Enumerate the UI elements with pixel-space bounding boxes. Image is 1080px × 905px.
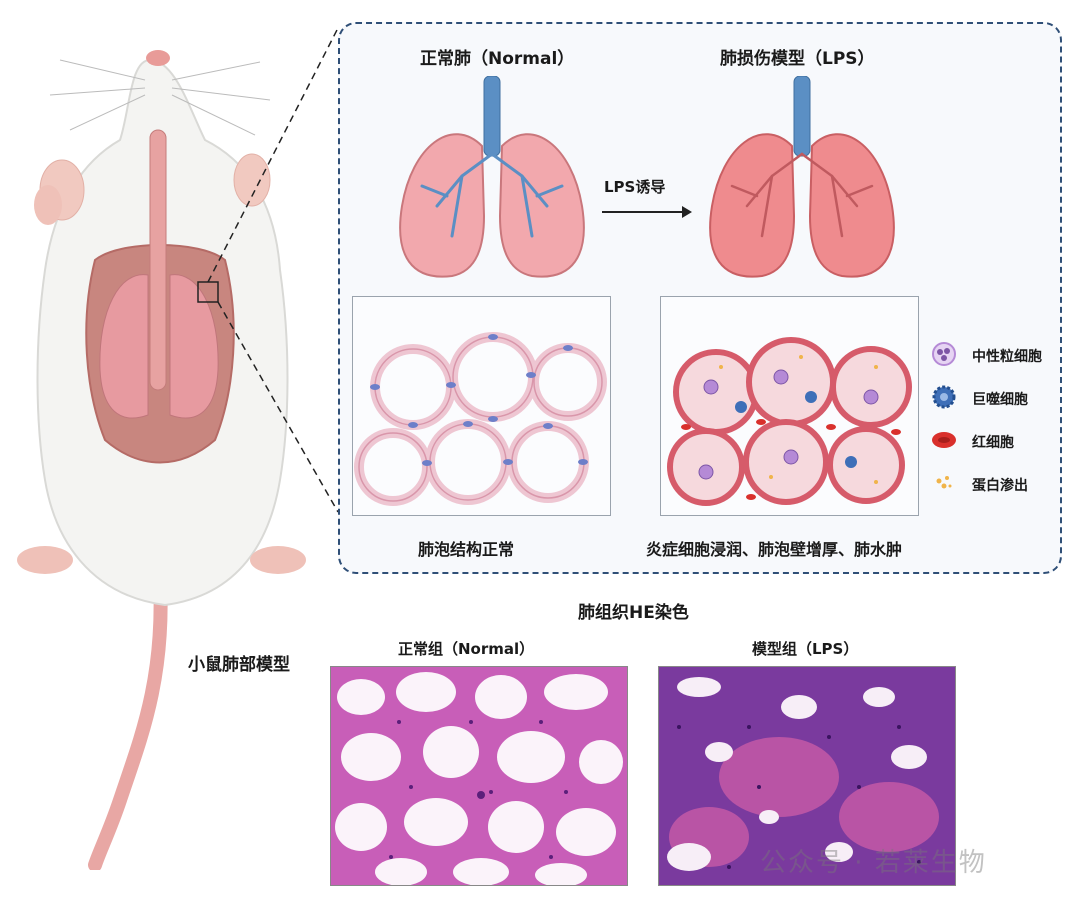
induction-arrow-icon: [602, 206, 692, 218]
he-normal-micrograph: [330, 666, 628, 886]
mouse-illustration: [17, 50, 306, 870]
he-lps-label: 模型组（LPS）: [752, 640, 859, 658]
protein-exudate-icon: [936, 476, 952, 489]
lps-lung-illustration: [709, 76, 895, 278]
mouse-paw-hind-left: [17, 546, 73, 574]
normal-lung-illustration: [399, 76, 585, 278]
normal-alveoli-illustration: [352, 296, 611, 516]
normal-caption: 肺泡结构正常: [418, 540, 515, 559]
arrow-label: LPS诱导: [604, 178, 666, 196]
legend-protein-exudate-label: 蛋白渗出: [972, 478, 1028, 494]
mouse-whiskers: [49, 59, 271, 136]
mouse-tail: [88, 573, 168, 870]
he-normal-label: 正常组（Normal）: [398, 640, 535, 658]
macrophage-icon: [932, 385, 956, 409]
lps-caption: 炎症细胞浸润、肺泡壁增厚、肺水肿: [646, 540, 903, 559]
legend-macrophage-label: 巨噬细胞: [972, 392, 1028, 408]
lps-alveoli-illustration: [660, 296, 919, 516]
legend-neutrophil-label: 中性粒细胞: [972, 349, 1042, 365]
mouse-label: 小鼠肺部模型: [188, 655, 290, 675]
mouse-lung-left: [99, 274, 149, 419]
normal-lung-title: 正常肺（Normal）: [420, 49, 575, 69]
watermark: 公众号 · 若莱生物: [760, 848, 987, 878]
mouse-trachea: [149, 129, 167, 391]
red-blood-cell-icon: [932, 432, 956, 448]
lps-lung-title: 肺损伤模型（LPS）: [720, 49, 875, 69]
he-lps-micrograph: [658, 666, 956, 886]
neutrophil-icon: [932, 342, 956, 366]
he-title: 肺组织HE染色: [578, 603, 689, 623]
mouse-lung-right: [169, 274, 219, 419]
mouse-paw-hind-right: [250, 546, 306, 574]
legend-red-blood-cell-label: 红细胞: [972, 435, 1014, 451]
mouse-nose: [146, 50, 170, 66]
mouse-ear-right: [233, 153, 271, 207]
mouse-paw-front-left: [34, 185, 62, 225]
